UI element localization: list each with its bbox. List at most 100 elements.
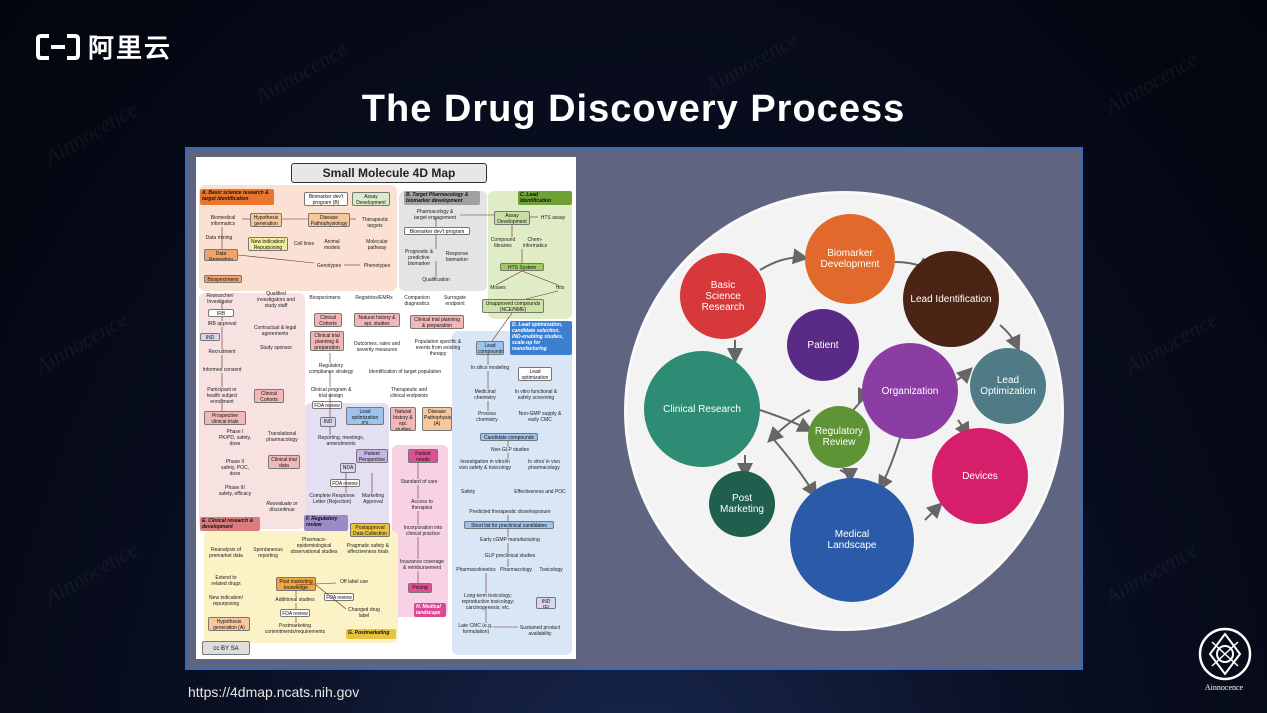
map-box: Short list for preclinical candidates — [464, 521, 554, 529]
map-box: Clinical trial planning & preparation — [410, 315, 464, 329]
map-box: Hypothesis generation (A) — [208, 617, 250, 631]
map-label: Chem-informatics — [522, 237, 548, 249]
map-box: HTS System — [500, 263, 544, 271]
node-clinical-research: Clinical Research — [644, 351, 760, 467]
map-box: New indication/ Repurposing (G) — [248, 237, 288, 251]
header-medical-landscape: H. Medical landscape — [414, 603, 446, 617]
region-target-pharmacology — [399, 191, 487, 291]
node-patient: Patient — [787, 309, 859, 381]
map-label: Effectiveness and POC — [514, 489, 566, 495]
map-box: IRB review — [208, 309, 234, 317]
map-box: FDA review — [280, 609, 310, 617]
map-label: Incorporation into clinical practice — [403, 525, 443, 537]
map-label: Sustained product availability — [519, 625, 561, 637]
header-lead-optimization: D. Lead optimization, candidate selectio… — [510, 321, 572, 355]
map-box: Data Repository — [204, 249, 238, 261]
header-regulatory: F. Regulatory review — [304, 515, 348, 531]
map-label: Pragmatic safety & effectiveness trials — [347, 543, 389, 555]
map-label: New indication/ repurposing — [209, 595, 243, 607]
node-lead-identification: Lead Identification — [903, 251, 999, 347]
map-label: Identification of target population — [368, 369, 442, 375]
map-label: Late CMC (e.g., formulation) — [458, 623, 494, 635]
logo-caption: Ainnocence — [1204, 683, 1244, 692]
map-label: In silico modeling — [470, 365, 510, 371]
watermark: Ainnocence — [1100, 536, 1202, 610]
map-label: Extend to related drugs — [211, 575, 241, 587]
node-label: Lead Optimization — [980, 375, 1036, 397]
map-label: Prognostic & predictive biomarker — [404, 249, 434, 267]
node-label: Medical Landscape — [827, 529, 877, 551]
map-label: Spontaneous reporting — [253, 547, 283, 559]
map-label: Pharmacokinetics — [456, 567, 496, 573]
map-label: Qualified investigators and study staff — [257, 291, 295, 309]
node-devices: Devices — [932, 428, 1028, 524]
map-box: Lead compounds — [476, 341, 504, 355]
map-label: Early cGMP manufacturing — [480, 537, 540, 543]
source-url[interactable]: https://4dmap.ncats.nih.gov — [188, 684, 360, 700]
map-label: HTS assay — [540, 215, 566, 221]
map-box: Unapproved compounds (NCE/NME) — [482, 299, 544, 313]
map-label: Biomedical informatics — [210, 215, 236, 227]
map-label: Safety — [460, 489, 476, 495]
map-box: Disease Pathophysiology — [308, 213, 350, 227]
map-box: NDA — [340, 463, 356, 473]
watermark: Ainnocence — [30, 306, 132, 380]
map-label: Response biomarker — [445, 251, 469, 263]
map-box: FDA review — [324, 593, 354, 601]
map-label: Pharmacology — [500, 567, 532, 573]
map-label: Medicinal chemistry — [474, 389, 496, 401]
map-label: Off label use — [340, 579, 368, 585]
map-label: Reanalysis of premarket data — [209, 547, 243, 559]
map-label: Therapeutic targets — [361, 217, 389, 229]
map-box: Patient needs — [408, 449, 438, 463]
map-label: Reporting, meetings, amendments — [317, 435, 365, 447]
map-box: Disease Pathophysiology (A) — [422, 407, 452, 431]
map-label: IRB approval — [207, 321, 237, 327]
map-box: Prospective clinical trials — [204, 411, 246, 425]
map-label: Recruitment — [208, 349, 236, 355]
header-target-pharmacology: B. Target Pharmacology & biomarker devel… — [404, 191, 480, 205]
header-lead-identification: C. Lead Identification — [518, 191, 572, 205]
map-label: Clinical program & trial design — [310, 387, 352, 399]
map-title: Small Molecule 4D Map — [291, 163, 487, 183]
map-box: Pricing — [408, 583, 432, 593]
map-label: Non-GMP supply & early CMC — [518, 411, 562, 423]
map-box: Lead optimization — [518, 367, 552, 381]
watermark: Ainnocence — [1120, 306, 1222, 380]
map-label: Genotypes — [316, 263, 342, 269]
map-label: Animal models — [323, 239, 341, 251]
map-label: Changed drug label — [348, 607, 380, 619]
map-label: Insurance coverage & reimbursement — [400, 559, 444, 571]
map-label: Standard of care — [400, 479, 438, 485]
header-basic-science: A. Basic science research & target ident… — [200, 189, 274, 205]
map-label: Toxicology — [539, 567, 563, 573]
map-box: Candidate compounds — [480, 433, 538, 441]
map-label: Contractual & legal agreements — [253, 325, 297, 337]
node-label: Regulatory Review — [814, 426, 864, 448]
brand-logo: 阿里云 — [36, 28, 172, 65]
map-box: IND — [320, 417, 336, 427]
map-label: Non-GLP studies — [491, 447, 529, 453]
map-box: Lead optimization (D) — [346, 407, 384, 425]
map-label: Pharmacology & target engagement — [414, 209, 456, 221]
map-label: Phenotypes — [363, 263, 391, 269]
map-label: Surrogate endpoint — [444, 295, 466, 307]
map-label: Reevaluate or discontinue — [266, 501, 298, 513]
map-label: Participant or health subject enrollment — [206, 387, 238, 405]
map-label: Marketing Approval — [362, 493, 384, 505]
map-box: Natural history & epi. studies (E) — [390, 407, 416, 431]
map-label: Investigation in vitro/in vivo safety & … — [459, 459, 511, 471]
map-label: In vitro/ in vivo pharmacology — [528, 459, 560, 471]
map-label: Misses — [490, 285, 506, 291]
node-basic-science-research: Basic Science Research — [680, 253, 766, 339]
map-box: Patient Perspective — [356, 449, 388, 463]
map-box: Clinical Cohorts — [314, 313, 342, 327]
brand-name: 阿里云 — [88, 33, 173, 63]
map-label: Phase I PK/PD, safety, dose — [218, 429, 252, 447]
map-label: Outcomes, rates and severity measures — [353, 341, 401, 353]
node-organization: Organization — [862, 343, 958, 439]
map-label: Companion diagnostics — [404, 295, 430, 307]
map-box: Assay Development — [494, 211, 530, 225]
alibaba-cloud-icon — [36, 33, 80, 60]
